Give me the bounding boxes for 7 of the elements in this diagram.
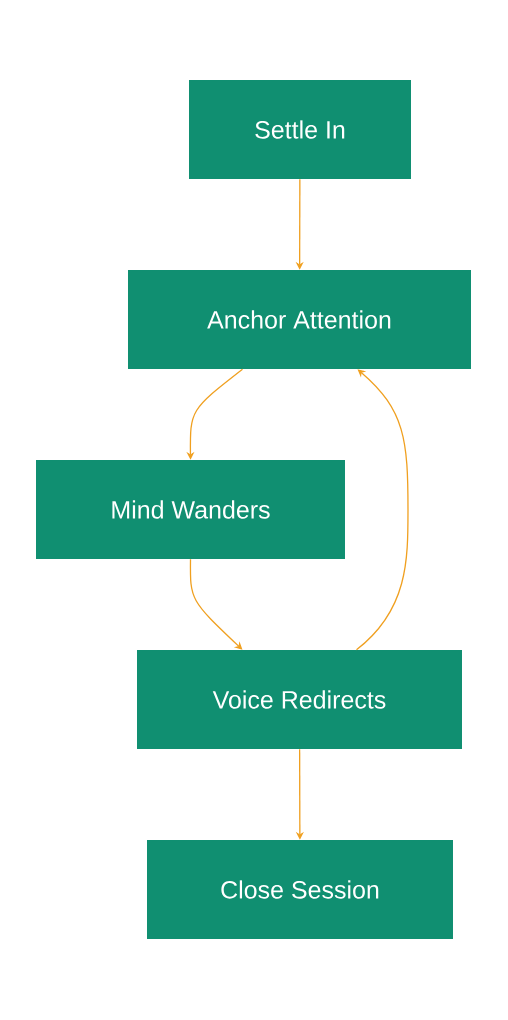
process-box: Anchor Attention [128, 270, 471, 369]
process-box: Close Session [147, 840, 453, 939]
process-box: Voice Redirects [137, 650, 462, 749]
arrow [355, 369, 409, 651]
process-box: Mind Wanders [36, 460, 345, 559]
process-box: Settle In [189, 80, 411, 179]
arrow [189, 558, 243, 650]
